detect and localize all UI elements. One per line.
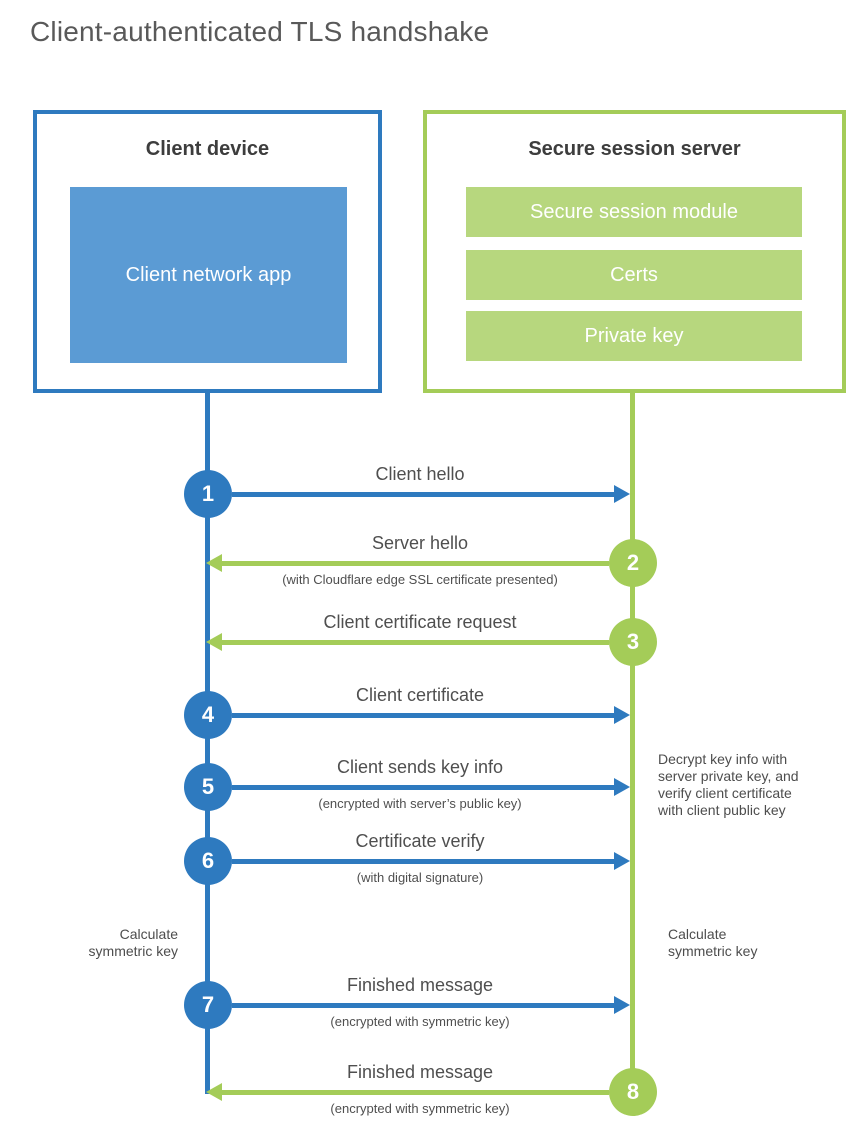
step-badge-5: 5	[184, 763, 232, 811]
client-device-box: Client device Client network app	[33, 110, 382, 393]
step-badge-8: 8	[609, 1068, 657, 1116]
client-calculate-symmetric-key-note: Calculate symmetric key	[88, 926, 178, 959]
message-label: Finished message	[346, 975, 494, 995]
arrow-head-right-icon	[614, 778, 630, 796]
client-device-title: Client device	[145, 138, 270, 160]
message-label: Client certificate request	[323, 612, 517, 632]
message-subtext: (with Cloudflare edge SSL certificate pr…	[282, 572, 558, 587]
arrow-head-right-icon	[614, 996, 630, 1014]
message-subtext: (encrypted with symmetric key)	[330, 1014, 510, 1029]
client-lifeline	[205, 393, 210, 1094]
server-decrypt-note-line: server private key, and	[658, 768, 799, 784]
message-subtext: (encrypted with server’s public key)	[318, 796, 522, 811]
message-label: Client certificate	[355, 685, 485, 705]
server-module-private-key: Private key	[466, 311, 802, 361]
message-subtext: (encrypted with symmetric key)	[330, 1101, 510, 1116]
server-module-certs: Certs	[466, 250, 802, 300]
arrow-head-right-icon	[614, 485, 630, 503]
server-decrypt-note: Decrypt key info with server private key…	[658, 751, 838, 819]
server-module-secure-session-module: Secure session module	[466, 187, 802, 237]
step-badge-3: 3	[609, 618, 657, 666]
arrow-line-left	[222, 561, 609, 566]
arrow-line-right	[232, 713, 614, 718]
step-badge-6: 6	[184, 837, 232, 885]
secure-session-server-title: Secure session server	[528, 138, 741, 160]
arrow-head-left-icon	[206, 554, 222, 572]
message-label: Server hello	[371, 533, 469, 553]
arrow-line-left	[222, 1090, 609, 1095]
arrow-head-left-icon	[206, 633, 222, 651]
server-calculate-symmetric-key-note: Calculate symmetric key	[668, 926, 758, 959]
arrow-head-right-icon	[614, 852, 630, 870]
arrow-line-right	[232, 1003, 614, 1008]
client-network-app-box: Client network app	[70, 187, 347, 363]
step-badge-1: 1	[184, 470, 232, 518]
message-label: Client sends key info	[336, 757, 504, 777]
message-label: Client hello	[375, 464, 465, 484]
message-label: Certificate verify	[355, 831, 485, 851]
message-label: Finished message	[346, 1062, 494, 1082]
arrow-line-right	[232, 492, 614, 497]
server-lifeline	[630, 393, 635, 1094]
step-badge-4: 4	[184, 691, 232, 739]
arrow-line-left	[222, 640, 609, 645]
server-decrypt-note-line: with client public key	[658, 802, 786, 818]
page-title: Client-authenticated TLS handshake	[30, 16, 490, 47]
message-subtext: (with digital signature)	[356, 870, 484, 885]
arrow-line-right	[232, 785, 614, 790]
server-decrypt-note-line: Decrypt key info with	[658, 751, 788, 767]
secure-session-server-box: Secure session server Secure session mod…	[423, 110, 846, 393]
server-decrypt-note-line: verify client certificate	[658, 785, 792, 801]
arrow-head-right-icon	[614, 706, 630, 724]
step-badge-7: 7	[184, 981, 232, 1029]
arrow-head-left-icon	[206, 1083, 222, 1101]
step-badge-2: 2	[609, 539, 657, 587]
arrow-line-right	[232, 859, 614, 864]
